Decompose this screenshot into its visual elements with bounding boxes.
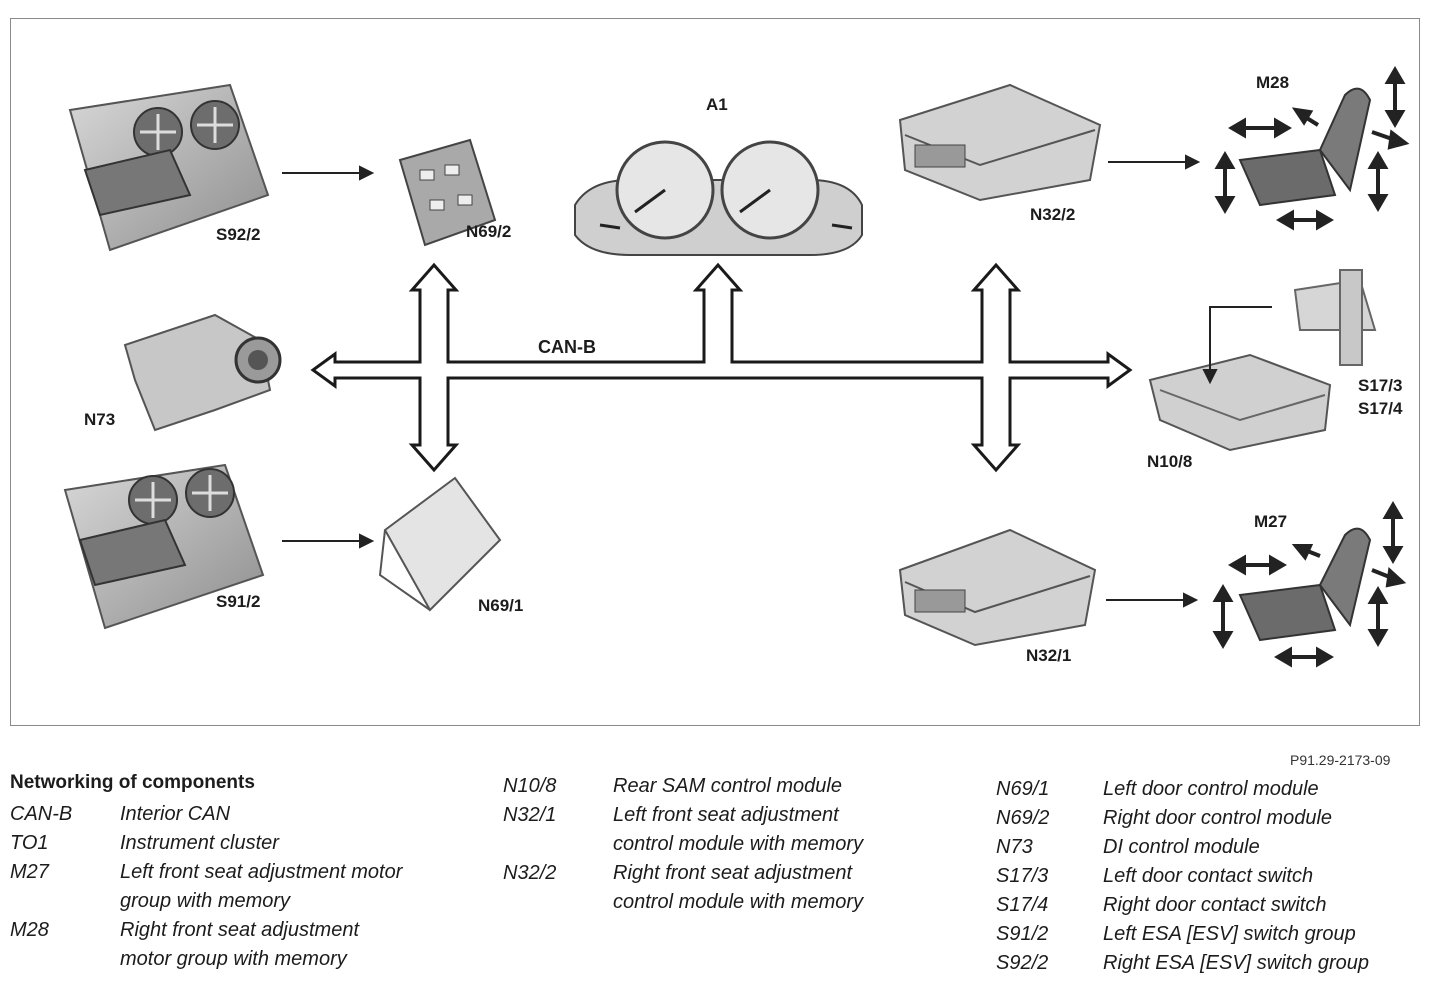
legend-row: S91/2 Left ESA [ESV] switch group <box>996 920 1426 949</box>
s92-2-switch-group-icon <box>68 83 270 252</box>
can-b-bus <box>310 262 1133 473</box>
legend-code: N10/8 <box>503 775 557 797</box>
label-s91-2: S91/2 <box>216 592 261 611</box>
legend-desc: Interior CAN <box>120 803 231 825</box>
label-can-b: CAN-B <box>538 337 596 357</box>
legend-code: S92/2 <box>996 952 1049 974</box>
legend-code: S91/2 <box>996 923 1049 945</box>
label-s17-4: S17/4 <box>1358 399 1403 418</box>
legend-desc: Instrument cluster <box>120 832 279 854</box>
n32-2-seat-module-icon <box>898 83 1102 202</box>
legend-row: control module with memory <box>503 888 943 917</box>
legend-desc: Right ESA [ESV] switch group <box>1103 952 1370 974</box>
m27-adjustment-arrows <box>1212 501 1407 668</box>
legend-desc: Rear SAM control module <box>613 775 842 797</box>
legend-desc: control module with memory <box>613 833 864 855</box>
legend-desc: Left front seat adjustment motor <box>120 861 403 883</box>
legend-code: N32/2 <box>503 862 557 884</box>
legend-row: N73 DI control module <box>996 833 1426 862</box>
legend-row: N69/1 Left door control module <box>996 775 1426 804</box>
label-s92-2: S92/2 <box>216 225 261 244</box>
label-n32-2: N32/2 <box>1030 205 1076 224</box>
a1-instrument-cluster-icon <box>574 140 863 256</box>
legend-row: group with memory <box>10 887 470 916</box>
legend-code: CAN-B <box>10 803 73 825</box>
label-n10-8: N10/8 <box>1147 452 1193 471</box>
n73-ignition-module-icon <box>123 313 282 432</box>
legend-desc: Left door contact switch <box>1103 865 1314 887</box>
label-n69-2: N69/2 <box>466 222 512 241</box>
legend-row: N32/2 Right front seat adjustment <box>503 859 943 888</box>
s17-door-contact-switch-icon <box>1293 269 1377 366</box>
legend-code: M27 <box>10 861 49 883</box>
legend-code: N73 <box>996 836 1033 858</box>
legend-desc: Right door control module <box>1103 807 1333 829</box>
legend-desc: Right front seat adjustment <box>120 919 360 941</box>
legend-desc: Right door contact switch <box>1103 894 1327 916</box>
label-n69-1: N69/1 <box>478 596 524 615</box>
label-s17-3: S17/3 <box>1358 376 1403 395</box>
legend-row: CAN-B Interior CAN <box>10 800 470 829</box>
n69-2-door-module-icon <box>398 138 497 247</box>
legend-row: N32/1 Left front seat adjustment <box>503 801 943 830</box>
figure-reference: P91.29-2173-09 <box>1290 752 1391 768</box>
legend-row: N10/8 Rear SAM control module <box>503 772 943 801</box>
legend-code: S17/4 <box>996 894 1049 916</box>
legend-row: control module with memory <box>503 830 943 859</box>
m28-adjustment-arrows <box>1214 66 1410 231</box>
signal-arrows <box>282 154 1272 608</box>
m28-seat-motor-icon <box>1238 87 1372 207</box>
legend-desc: Left front seat adjustment <box>613 804 839 826</box>
label-a1: A1 <box>706 95 728 114</box>
legend-desc: group with memory <box>120 890 291 912</box>
legend-row: M27 Left front seat adjustment motor <box>10 858 470 887</box>
legend-row: N69/2 Right door control module <box>996 804 1426 833</box>
legend-code: N69/2 <box>996 807 1050 829</box>
legend-row: S17/4 Right door contact switch <box>996 891 1426 920</box>
legend-desc: motor group with memory <box>120 948 347 970</box>
legend-desc: control module with memory <box>613 891 864 913</box>
legend-row: motor group with memory <box>10 945 470 974</box>
label-m28: M28 <box>1256 73 1290 92</box>
legend-code: TO1 <box>10 832 49 854</box>
legend-row: S92/2 Right ESA [ESV] switch group <box>996 949 1426 978</box>
legend-row: TO1 Instrument cluster <box>10 829 470 858</box>
legend-title: Networking of components <box>10 772 255 793</box>
m27-seat-motor-icon <box>1238 527 1372 642</box>
legend-desc: Left ESA [ESV] switch group <box>1103 923 1356 945</box>
legend-code: N69/1 <box>996 778 1050 800</box>
legend-code: S17/3 <box>996 865 1049 887</box>
legend-code: M28 <box>10 919 49 941</box>
n32-1-seat-module-icon <box>898 528 1097 647</box>
legend-desc: Right front seat adjustment <box>613 862 853 884</box>
n69-1-door-module-icon <box>378 476 502 612</box>
legend-row: M28 Right front seat adjustment <box>10 916 470 945</box>
legend-row: S17/3 Left door contact switch <box>996 862 1426 891</box>
label-n73: N73 <box>84 410 116 429</box>
label-m27: M27 <box>1254 512 1288 531</box>
legend-desc: DI control module <box>1103 836 1260 858</box>
s91-2-switch-group-icon <box>63 463 265 630</box>
label-n32-1: N32/1 <box>1026 646 1072 665</box>
legend-desc: Left door control module <box>1103 778 1319 800</box>
legend-column-2: N10/8 Rear SAM control module N32/1 Left f… <box>503 772 943 917</box>
legend-code: N32/1 <box>503 804 557 826</box>
n10-8-rear-sam-icon <box>1148 353 1332 452</box>
